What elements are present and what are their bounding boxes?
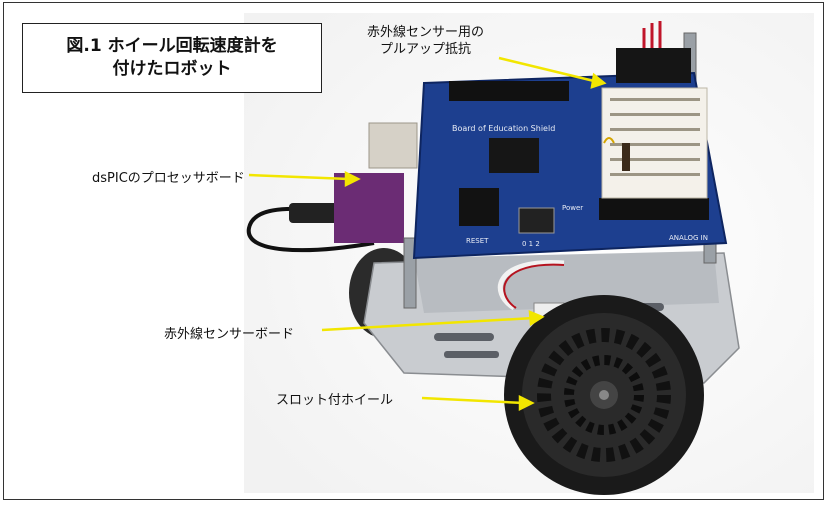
dspic-board-label: dsPICのプロセッサボード <box>92 171 245 186</box>
top-connector <box>616 48 691 83</box>
reset-label: RESET <box>466 237 489 245</box>
pullup-resistor-label: 赤外線センサー用の プルアップ抵抗 <box>367 25 485 57</box>
analog-in-label: ANALOG IN <box>669 234 708 242</box>
figure-title-line2: 付けたロボット <box>112 59 232 79</box>
power-switch <box>518 207 555 234</box>
switch-position-label: 0 1 2 <box>522 240 540 248</box>
shield-name-label: Board of Education Shield <box>452 124 555 133</box>
dspic-processor-board <box>334 173 404 243</box>
robot-photo: Board of Education Shield RESET ANALOG I… <box>244 13 814 495</box>
slotted-wheel-label: スロット付ホイール <box>276 393 394 408</box>
barrel-plug <box>289 203 339 223</box>
breadboard-holes <box>610 98 700 176</box>
figure-frame: Board of Education Shield RESET ANALOG I… <box>3 2 824 500</box>
ir-sensor-board-label: 赤外線センサーボード <box>164 327 295 342</box>
chassis-upper <box>414 251 719 313</box>
callout-arrows <box>248 56 607 412</box>
analog-header <box>599 198 709 220</box>
figure-title: 図.1 ホイール回転速度計を 付けたロボット <box>22 23 322 93</box>
voltage-regulator <box>489 138 539 173</box>
digital-header <box>449 81 569 101</box>
pullup-resistor <box>622 143 630 171</box>
ir-sensor-wire <box>497 260 565 311</box>
power-label: Power <box>562 204 583 212</box>
figure-title-line1: 図.1 ホイール回転速度計を <box>66 36 278 57</box>
yellow-wire <box>603 137 615 144</box>
power-jack <box>459 188 499 226</box>
usb-connector <box>368 122 418 169</box>
slotted-wheel <box>504 295 704 495</box>
